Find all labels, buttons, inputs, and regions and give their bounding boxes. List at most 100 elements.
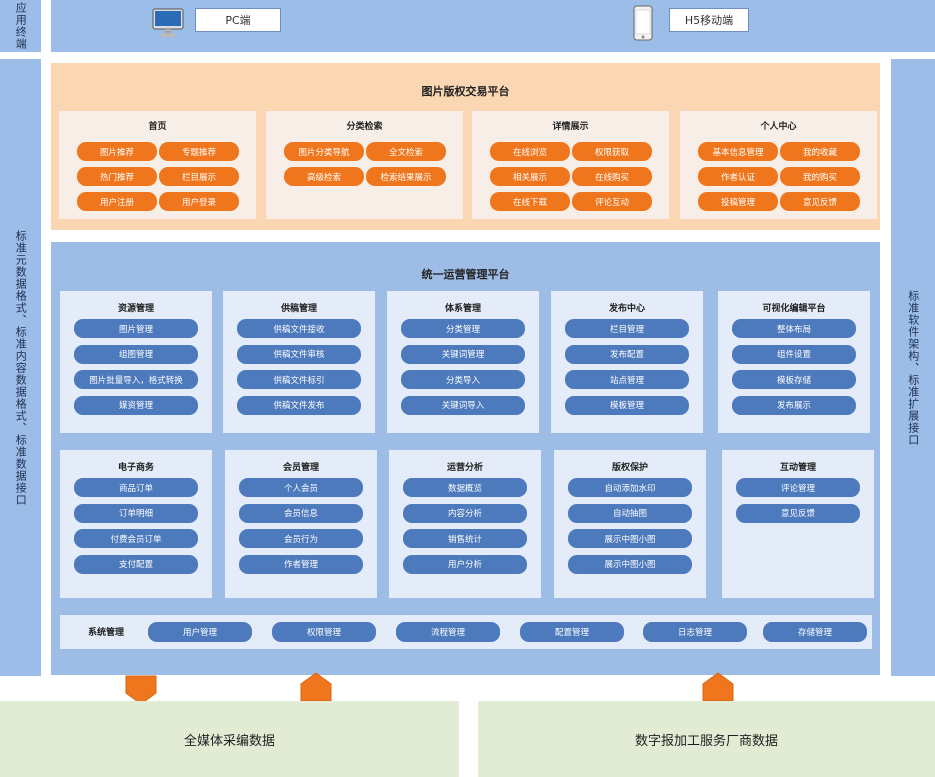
ops-function-pill[interactable]: 数据概览 (403, 478, 527, 497)
ops-function-pill[interactable]: 评论管理 (736, 478, 860, 497)
data-source-right: 数字报加工服务厂商数据 (478, 701, 935, 777)
system-function-pill[interactable]: 存储管理 (763, 622, 867, 642)
side-label-terminals: 应用终端 (0, 0, 41, 52)
trade-feature-pill[interactable]: 专题推荐 (159, 142, 239, 161)
ops-function-pill[interactable]: 供稿文件审核 (237, 344, 361, 364)
trade-feature-pill[interactable]: 相关展示 (490, 167, 570, 186)
trade-feature-pill[interactable]: 意见反馈 (780, 192, 860, 211)
arrow-down-icon (125, 675, 157, 709)
ops-function-pill[interactable]: 组件设置 (732, 344, 856, 364)
trade-feature-pill[interactable]: 用户注册 (77, 192, 157, 211)
ops-function-pill[interactable]: 个人会员 (239, 478, 363, 497)
ops-module-card: 供稿管理供稿文件接收供稿文件审核供稿文件标引供稿文件发布 (223, 291, 375, 433)
ops-function-pill[interactable]: 展示中图小图 (568, 529, 692, 548)
ops-function-pill[interactable]: 自动抽图 (568, 503, 692, 523)
ops-function-pill[interactable]: 展示中图小图 (568, 554, 692, 574)
trade-feature-pill[interactable]: 栏目展示 (159, 167, 239, 186)
trade-card: 详情展示在线浏览权限获取相关展示在线购买在线下载评论互动 (472, 111, 669, 219)
ops-function-pill[interactable]: 分类管理 (401, 319, 525, 338)
ops-function-pill[interactable]: 分类导入 (401, 370, 525, 389)
ops-function-pill[interactable]: 商品订单 (74, 478, 198, 497)
ops-function-pill[interactable]: 付费会员订单 (74, 529, 198, 548)
ops-function-pill[interactable]: 供稿文件发布 (237, 395, 361, 415)
trade-feature-pill[interactable]: 评论互动 (572, 192, 652, 211)
ops-function-pill[interactable]: 组图管理 (74, 344, 198, 364)
ops-function-pill[interactable]: 关键词管理 (401, 344, 525, 364)
ops-module-card: 运营分析数据概览内容分析销售统计用户分析 (389, 450, 541, 598)
ops-function-pill[interactable]: 模板管理 (565, 395, 689, 415)
system-function-pill[interactable]: 权限管理 (272, 622, 376, 642)
ops-module-title: 发布中心 (608, 304, 645, 314)
ops-function-pill[interactable]: 会员行为 (239, 529, 363, 548)
ops-function-pill[interactable]: 发布配置 (565, 344, 689, 364)
ops-function-pill[interactable]: 图片管理 (74, 319, 198, 338)
ops-function-pill[interactable]: 意见反馈 (736, 503, 860, 523)
side-label-standards-left: 标准元数据格式、标准内容数据格式、标准数据接口 (0, 59, 41, 676)
system-function-pill[interactable]: 配置管理 (520, 622, 624, 642)
ops-module-title: 供稿管理 (280, 304, 317, 314)
system-function-pill[interactable]: 日志管理 (643, 622, 747, 642)
ops-module-card: 会员管理个人会员会员信息会员行为作者管理 (225, 450, 377, 598)
trade-feature-pill[interactable]: 检索结果展示 (366, 167, 446, 186)
ops-function-pill[interactable]: 订单明细 (74, 503, 198, 523)
ops-function-pill[interactable]: 整体布局 (732, 319, 856, 338)
trade-card-title: 首页 (148, 122, 167, 132)
ops-module-card: 互动管理评论管理意见反馈 (722, 450, 874, 598)
ops-function-pill[interactable]: 媒资管理 (74, 395, 198, 415)
mobile-terminal-label: H5移动端 (669, 8, 749, 32)
desktop-computer-icon (152, 8, 184, 38)
trade-feature-pill[interactable]: 用户登录 (159, 192, 239, 211)
trade-feature-pill[interactable]: 我的购买 (780, 167, 860, 186)
ops-function-pill[interactable]: 供稿文件接收 (237, 319, 361, 338)
ops-module-title: 会员管理 (282, 463, 319, 473)
system-function-pill[interactable]: 流程管理 (396, 622, 500, 642)
ops-function-pill[interactable]: 支付配置 (74, 554, 198, 574)
ops-module-title: 互动管理 (779, 463, 816, 473)
smartphone-icon (633, 5, 653, 41)
trade-feature-pill[interactable]: 全文检索 (366, 142, 446, 161)
ops-function-pill[interactable]: 用户分析 (403, 554, 527, 574)
ops-module-card: 体系管理分类管理关键词管理分类导入关键词导入 (387, 291, 539, 433)
ops-module-card: 资源管理图片管理组图管理图片批量导入，格式转换媒资管理 (60, 291, 212, 433)
ops-function-pill[interactable]: 会员信息 (239, 503, 363, 523)
trade-card-title: 分类检索 (346, 122, 383, 132)
trade-card-title: 个人中心 (760, 122, 797, 132)
system-function-pill[interactable]: 用户管理 (148, 622, 252, 642)
ops-function-pill[interactable]: 栏目管理 (565, 319, 689, 338)
ops-function-pill[interactable]: 销售统计 (403, 529, 527, 548)
trade-feature-pill[interactable]: 高级检索 (284, 167, 364, 186)
data-source-left: 全媒体采编数据 (0, 701, 459, 777)
ops-platform-title: 统一运营管理平台 (421, 268, 510, 281)
trade-feature-pill[interactable]: 图片分类导航 (284, 142, 364, 161)
trade-feature-pill[interactable]: 在线购买 (572, 167, 652, 186)
ops-module-card: 可视化编辑平台整体布局组件设置模板存储发布展示 (718, 291, 870, 433)
ops-function-pill[interactable]: 图片批量导入，格式转换 (74, 370, 198, 389)
trade-card: 首页图片推荐专题推荐热门推荐栏目展示用户注册用户登录 (59, 111, 256, 219)
pc-terminal-label: PC端 (195, 8, 281, 32)
ops-function-pill[interactable]: 站点管理 (565, 370, 689, 389)
ops-function-pill[interactable]: 自动添加水印 (568, 478, 692, 497)
trade-feature-pill[interactable]: 图片推荐 (77, 142, 157, 161)
ops-function-pill[interactable]: 内容分析 (403, 503, 527, 523)
trade-feature-pill[interactable]: 在线下载 (490, 192, 570, 211)
trade-feature-pill[interactable]: 我的收藏 (780, 142, 860, 161)
trade-feature-pill[interactable]: 权限获取 (572, 142, 652, 161)
ops-function-pill[interactable]: 供稿文件标引 (237, 370, 361, 389)
ops-module-title: 版权保护 (611, 463, 648, 473)
trade-feature-pill[interactable]: 热门推荐 (77, 167, 157, 186)
trade-feature-pill[interactable]: 在线浏览 (490, 142, 570, 161)
trade-card: 分类检索图片分类导航全文检索高级检索检索结果展示 (266, 111, 463, 219)
system-management-label: 系统管理 (88, 628, 125, 638)
trade-feature-pill[interactable]: 基本信息管理 (698, 142, 778, 161)
ops-function-pill[interactable]: 模板存储 (732, 370, 856, 389)
trade-feature-pill[interactable]: 作者认证 (698, 167, 778, 186)
ops-function-pill[interactable]: 关键词导入 (401, 395, 525, 415)
trade-feature-pill[interactable]: 投稿管理 (698, 192, 778, 211)
trade-platform-title: 图片版权交易平台 (421, 85, 510, 98)
ops-function-pill[interactable]: 作者管理 (239, 554, 363, 574)
ops-module-title: 运营分析 (446, 463, 483, 473)
trade-card: 个人中心基本信息管理我的收藏作者认证我的购买投稿管理意见反馈 (680, 111, 877, 219)
ops-module-card: 发布中心栏目管理发布配置站点管理模板管理 (551, 291, 703, 433)
ops-function-pill[interactable]: 发布展示 (732, 395, 856, 415)
ops-module-card: 电子商务商品订单订单明细付费会员订单支付配置 (60, 450, 212, 598)
